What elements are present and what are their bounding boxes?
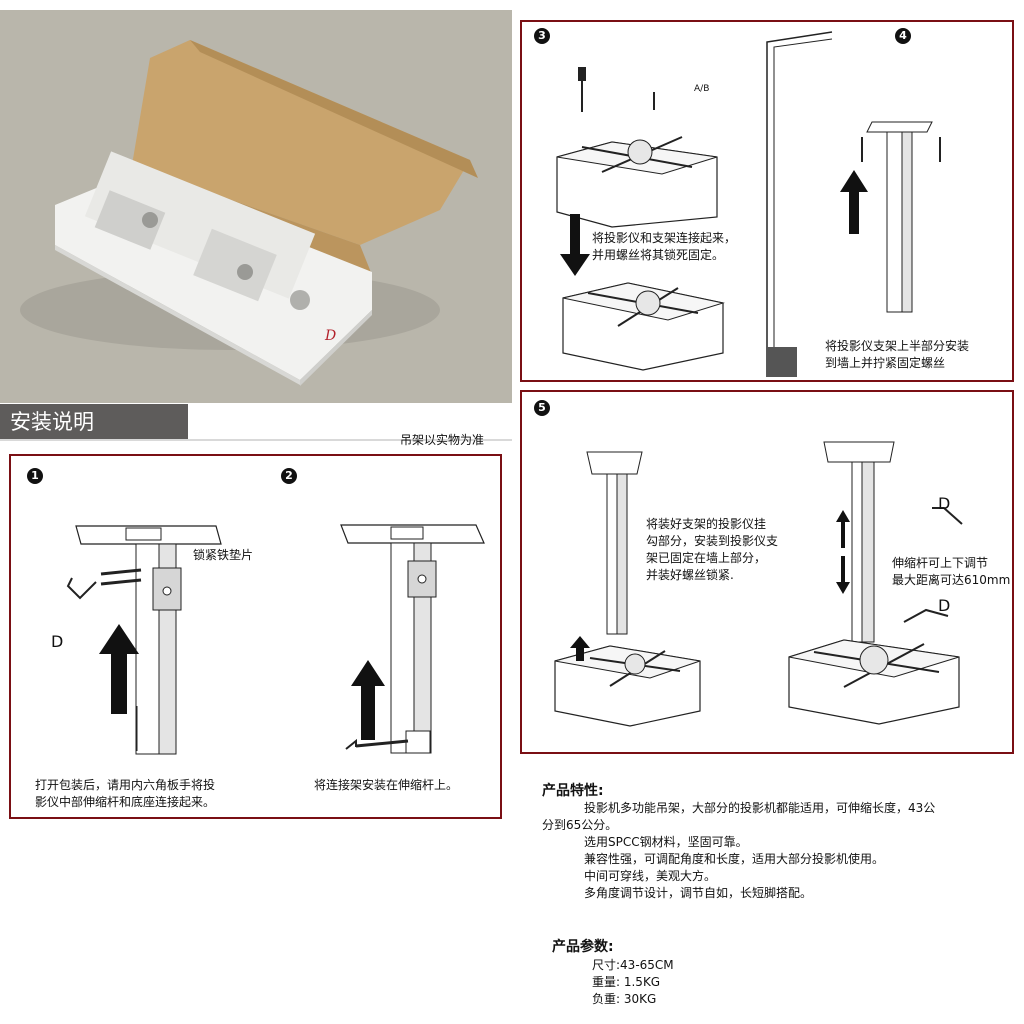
step-5-hanger-illustration: [586, 451, 643, 635]
step-5-caption-line-3: 架已固定在墙上部分，: [646, 551, 767, 565]
step-5-base-illustration: [554, 636, 701, 727]
adjust-note-line-1: 伸缩杆可上下调节: [892, 556, 989, 570]
step-2-caption: 将连接架安装在伸缩杆上。: [314, 778, 459, 792]
down-arrow-icon: [560, 214, 590, 276]
step-4-caption-line-2: 到墙上并拧紧固定螺丝: [825, 356, 946, 370]
hex-key-icon: [66, 577, 97, 600]
section-divider: [0, 439, 512, 441]
step-5-caption-line-1: 将装好支架的投影仪挂: [646, 517, 767, 531]
step-5-caption-line-4: 并装好螺丝锁紧.: [646, 568, 734, 582]
step-1-tool-label: D: [51, 632, 64, 651]
step-3-illustration-bottom: [562, 282, 725, 371]
param-load: 负重: 30KG: [592, 992, 657, 1006]
panel-steps-1-2: 1 2 锁紧铁垫片 D 打开包装后，请用内六角板手将投 影仪中部伸缩杆和底座连接…: [9, 454, 502, 819]
adjust-note-line-2: 最大距离可达610mm: [892, 573, 1011, 587]
feature-line-2: 选用SPCC钢材料，坚固可靠。: [584, 835, 748, 849]
up-arrow-icon: [351, 660, 385, 740]
panel-step-5: 5 将装好支架的投影仪挂 勾部分，安装到投影仪支 架已固定在墙上部分， 并装好螺…: [520, 390, 1014, 754]
step-3-caption-line-2: 并用螺丝将其锁死固定。: [592, 248, 725, 262]
feature-line-1b: 分到65公分。: [542, 818, 618, 832]
section-title: 安装说明: [0, 404, 188, 440]
step-1-caption-line-1: 打开包装后，请用内六角板手将投: [35, 778, 216, 792]
down-arrow-icon: [836, 556, 850, 594]
param-size: 尺寸:43-65CM: [592, 958, 674, 972]
step-3-caption-line-1: 将投影仪和支架连接起来，: [592, 231, 737, 245]
svg-text:D: D: [324, 328, 336, 344]
step-4-caption-line-1: 将投影仪支架上半部分安装: [825, 339, 970, 353]
hex-key-icon: [903, 608, 949, 623]
feature-line-1: 投影机多功能吊架，大部分的投影机都能适用，可伸缩长度，43公: [584, 801, 936, 815]
step-1-badge: 1: [27, 468, 43, 484]
step-5-caption-line-2: 勾部分，安装到投影仪支: [646, 534, 779, 548]
disclaimer-note: 吊架以实物为准: [400, 433, 485, 447]
step-4-wall-illustration: [766, 31, 941, 377]
params-heading: 产品参数:: [552, 939, 614, 955]
step-3-badge: 3: [534, 28, 550, 44]
step-1-caption-line-2: 影仪中部伸缩杆和底座连接起来。: [35, 795, 216, 809]
step-4-badge: 4: [895, 28, 911, 44]
step-5-badge: 5: [534, 400, 550, 416]
panel-steps-3-4: 3 4 A/B 将投影仪和支架连接起来， 并用螺丝将其锁死固定。 将: [520, 20, 1014, 382]
hex-key-icon: [932, 507, 963, 525]
feature-line-5: 多角度调节设计，调节自如，长短脚搭配。: [584, 886, 813, 900]
up-arrow-icon: [836, 510, 850, 548]
screw-label: A/B: [694, 84, 710, 94]
step-2-illustration: [340, 524, 485, 754]
param-weight: 重量: 1.5KG: [592, 975, 661, 989]
product-box-photo: D: [0, 10, 512, 403]
step-5-tool-label-top: D: [938, 494, 951, 513]
up-arrow-icon: [840, 170, 868, 234]
feature-line-4: 中间可穿线，美观大方。: [584, 869, 717, 883]
features-heading: 产品特性:: [542, 783, 604, 799]
step-1-callout: 锁紧铁垫片: [193, 548, 254, 562]
step-2-badge: 2: [281, 468, 297, 484]
step-3-illustration-top: [556, 67, 718, 228]
step-1-illustration: [75, 525, 222, 755]
up-arrow-icon: [99, 624, 139, 714]
step-5-tool-label-bottom: D: [938, 596, 951, 615]
feature-line-3: 兼容性强，可调配角度和长度，适用大部分投影机使用。: [584, 852, 885, 866]
step-5-assembled-illustration: [788, 441, 960, 725]
